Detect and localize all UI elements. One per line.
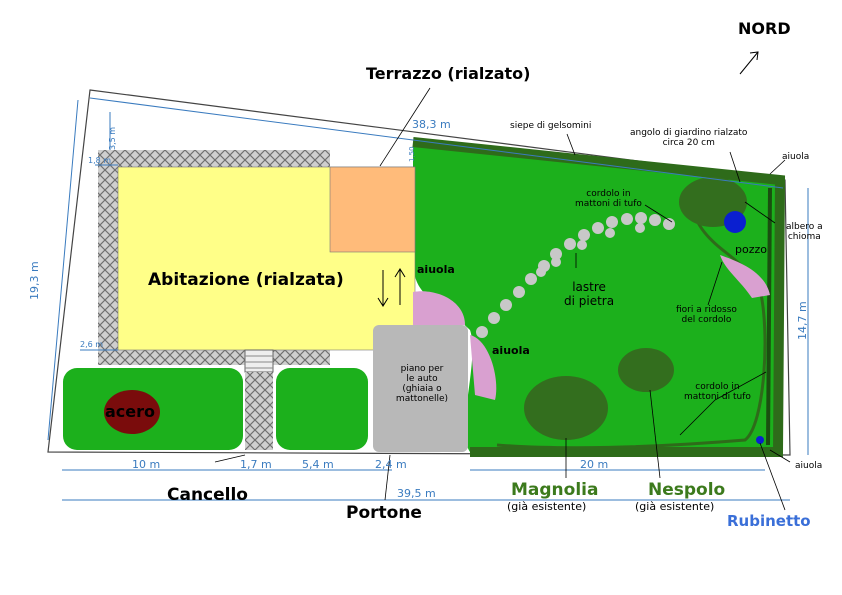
dim-b20: 20 m — [580, 458, 609, 471]
compass-label: NORD — [738, 19, 791, 38]
tufo-curb-line — [496, 199, 767, 450]
parking-line4: mattonelle) — [395, 394, 449, 404]
bed-se-label: aiuola — [795, 461, 823, 471]
raised-corner-line1: angolo di giardino rialzato — [630, 128, 748, 138]
maple-label: acero — [105, 402, 156, 421]
terrace — [329, 166, 416, 253]
curb-label-south: cordolo in mattoni di tufo — [684, 382, 751, 402]
dim-right: 14,7 m — [796, 301, 809, 340]
hedge-inner — [766, 187, 772, 446]
curb-label-north: cordolo in mattoni di tufo — [575, 189, 642, 209]
door-label: Portone — [346, 503, 422, 523]
bed-parking-label: aiuola — [492, 344, 530, 357]
flowers-label: fiori a ridosso del cordolo — [676, 305, 737, 325]
property-boundary — [47, 89, 791, 456]
stepping-stones — [476, 212, 675, 338]
dim-top: 38,3 m — [412, 118, 451, 131]
magnolia-sub-label: (già esistente) — [507, 500, 587, 513]
leader-lines — [214, 87, 791, 511]
stones-line2: di pietra — [564, 294, 615, 308]
medlar-label: Nespolo — [648, 480, 726, 500]
curb-south-line2: mattoni di tufo — [684, 392, 751, 402]
hedge-front-right — [276, 368, 368, 450]
curb-north-line2: mattoni di tufo — [575, 199, 642, 209]
hedge-border — [412, 137, 786, 457]
hedge-label: siepe di gelsomini — [510, 121, 592, 131]
house-label: Abitazione (rialzata) — [148, 270, 344, 290]
dim-b24: 2,4 m — [375, 458, 407, 471]
magnolia-label: Magnolia — [511, 480, 599, 500]
parking-label: piano per le auto (ghiaia o mattonelle) — [377, 364, 467, 404]
medlar-tree — [618, 348, 674, 392]
well-label: pozzo — [735, 243, 767, 256]
garden-lawn — [413, 142, 780, 452]
bed-ne-label: aiuola — [782, 152, 810, 162]
entry-steps — [244, 349, 274, 373]
flowers-line1: fiori a ridosso — [676, 305, 737, 315]
parking-line1: piano per — [400, 364, 444, 374]
dim-26: 2,6 m — [80, 340, 104, 349]
stones-line1: lastre — [572, 280, 606, 294]
dim-b54: 5,4 m — [302, 458, 334, 471]
dim-left: 19,3 m — [28, 261, 41, 300]
walkway — [245, 372, 273, 450]
well — [724, 211, 746, 233]
maple-tree — [104, 390, 160, 434]
curb-north-line1: cordolo in — [586, 189, 631, 199]
arrow-up — [394, 268, 406, 305]
terrace-label: Terrazzo (rialzato) — [366, 64, 531, 83]
flower-bed-parking — [470, 335, 497, 400]
dim-150: 1,50 — [408, 146, 416, 162]
tree-line2: chioma — [787, 232, 821, 242]
north-arrow-head — [749, 51, 759, 61]
curb-south-line1: cordolo in — [695, 382, 740, 392]
flower-bed-well — [720, 255, 770, 298]
dim-18: 1,8 m — [88, 156, 112, 165]
flowers-line2: del cordolo — [681, 315, 732, 325]
dim-b395: 39,5 m — [397, 487, 436, 500]
raised-corner-line2: circa 20 cm — [662, 138, 715, 148]
magnolia-tree — [524, 376, 608, 440]
raised-corner-label: angolo di giardino rialzato circa 20 cm — [630, 128, 747, 148]
flower-bed-house — [413, 291, 465, 325]
north-arrow-icon — [739, 51, 759, 75]
dimension-lines — [47, 97, 809, 501]
gate-label: Cancello — [167, 485, 248, 505]
medlar-sub-label: (già esistente) — [635, 500, 715, 513]
parking-line2: le auto — [406, 374, 438, 384]
bed-house-label: aiuola — [417, 263, 455, 276]
tree-label: albero a chioma — [786, 222, 823, 242]
parking-line3: (ghiaia o — [402, 384, 442, 394]
dim-b10: 10 m — [132, 458, 161, 471]
stones-label: lastre di pietra — [564, 280, 614, 308]
dim-b17: 1,7 m — [240, 458, 272, 471]
arrow-down — [377, 270, 389, 307]
dim-35: 3,5 m — [108, 126, 117, 150]
tap — [756, 436, 764, 444]
tree-line1: albero a — [786, 222, 823, 232]
tap-label: Rubinetto — [727, 512, 811, 530]
parking-area — [373, 325, 468, 452]
